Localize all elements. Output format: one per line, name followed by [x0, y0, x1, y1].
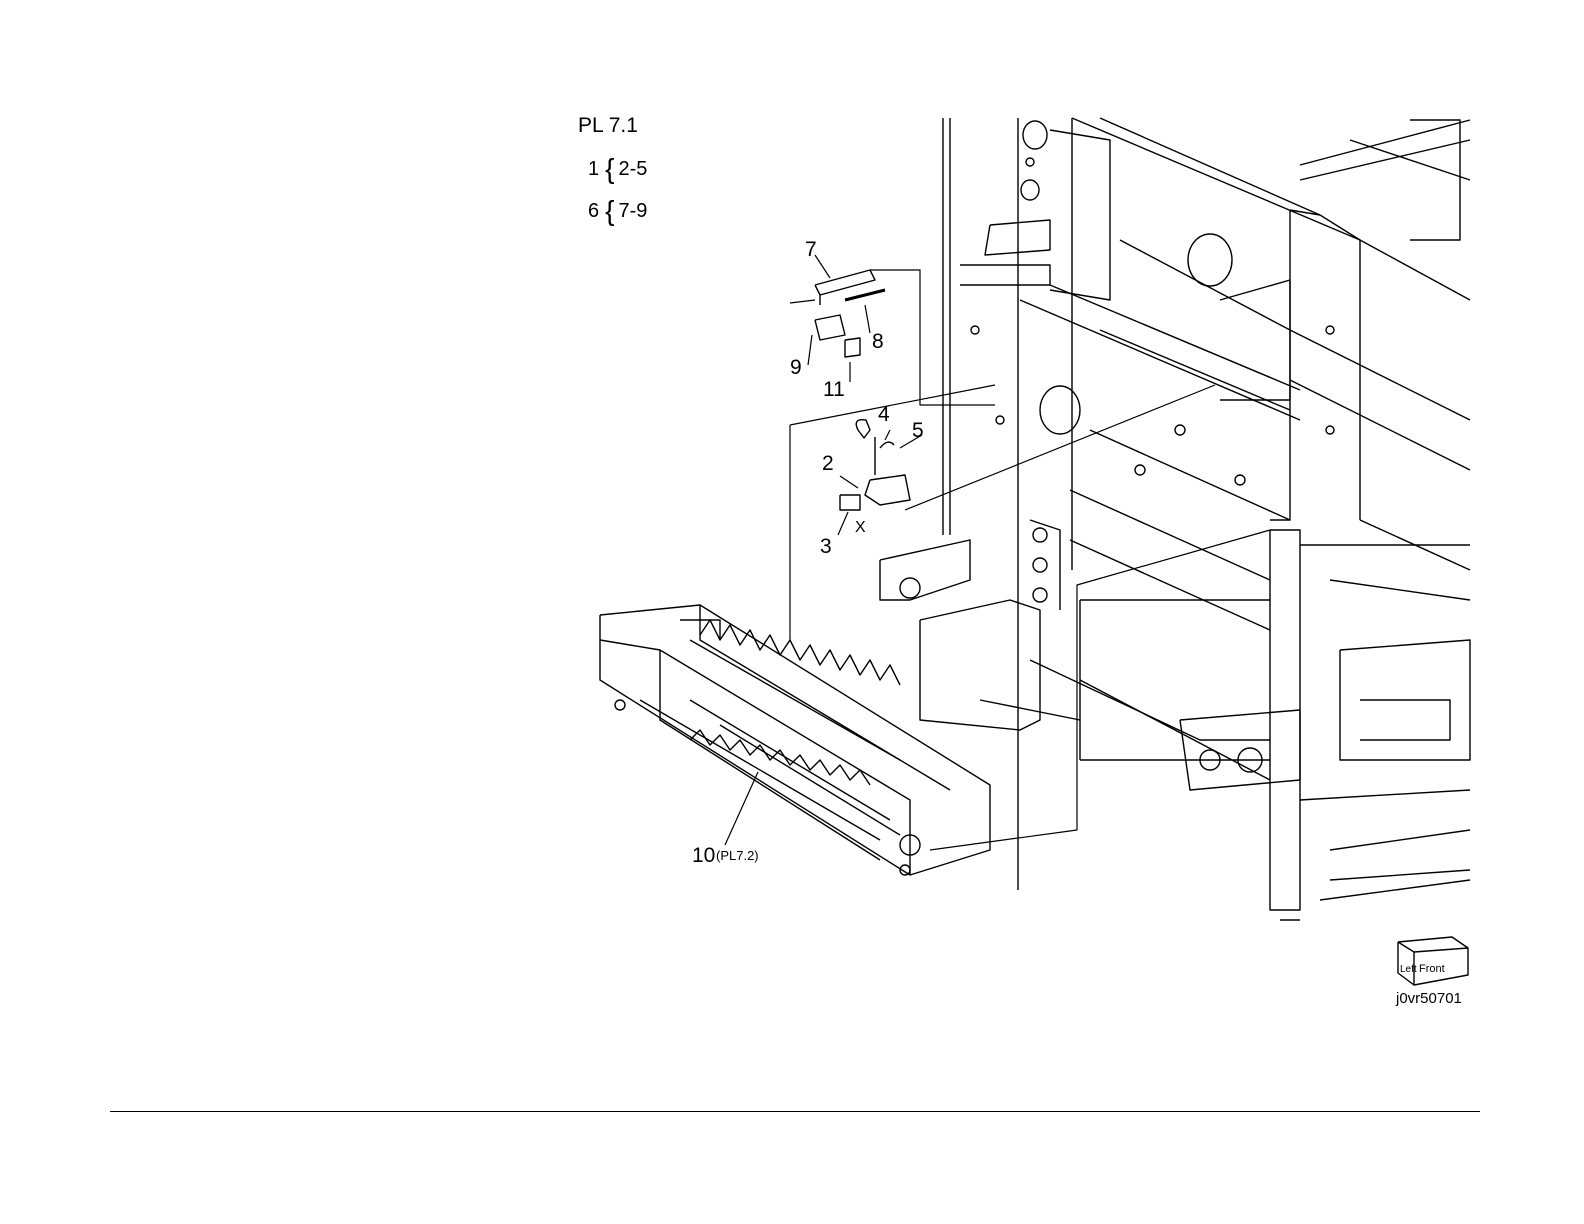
callout-9: 9	[790, 356, 802, 379]
printer-frame-drawing	[880, 118, 1470, 920]
fuser-assembly-drawing	[600, 605, 990, 875]
footer-divider	[110, 1111, 1480, 1112]
callout-10-reference: (PL7.2)	[716, 848, 759, 863]
callout-5: 5	[912, 419, 924, 442]
leader-lines	[725, 255, 1270, 850]
callout-3: 3	[820, 535, 832, 558]
callout-2: 2	[822, 452, 834, 475]
orientation-left-label: Left	[1400, 964, 1417, 975]
orientation-front-label: Front	[1419, 963, 1445, 975]
callout-11: 11	[823, 378, 845, 401]
callout-4: 4	[878, 403, 890, 426]
callout-7: 7	[805, 238, 817, 261]
callout-8: 8	[872, 330, 884, 353]
callout-10: 10	[692, 844, 715, 867]
orientation-cube-icon: Left Front	[1398, 937, 1468, 985]
figure-id: j0vr50701	[1396, 990, 1462, 1007]
callout-x: X	[855, 519, 866, 536]
